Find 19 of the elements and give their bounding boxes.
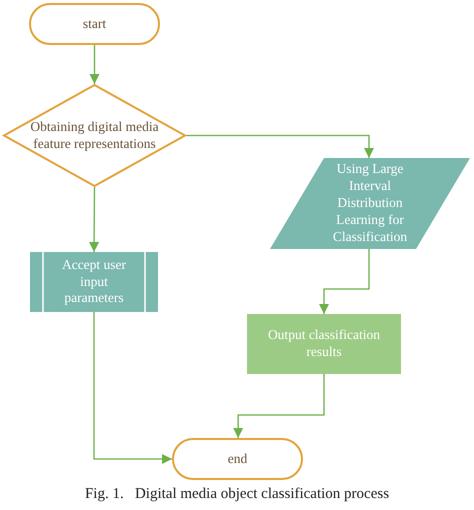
node-label: end (226, 450, 248, 468)
arrow (186, 134, 374, 158)
arrow (319, 249, 370, 314)
node-label: Output classification results (266, 327, 382, 361)
data-parallelogram (270, 158, 470, 249)
process-box (247, 314, 401, 374)
arrow (233, 374, 325, 438)
arrow (89, 187, 100, 252)
node-label: Using Large Interval Distribution Learning for Classification (332, 161, 408, 246)
node-label: Obtaining digital media feature representations (29, 118, 160, 152)
node-label: Accept user input parameters (60, 256, 128, 308)
start-terminal (29, 3, 160, 45)
predefined-process-box (30, 252, 158, 312)
decision-diamond (3, 84, 186, 187)
node-label: start (82, 16, 108, 32)
figure-caption: Fig. 1. Digital media object classification process (84, 486, 390, 503)
arrow (93, 312, 172, 464)
arrow (90, 45, 100, 84)
end-terminal (172, 438, 303, 480)
